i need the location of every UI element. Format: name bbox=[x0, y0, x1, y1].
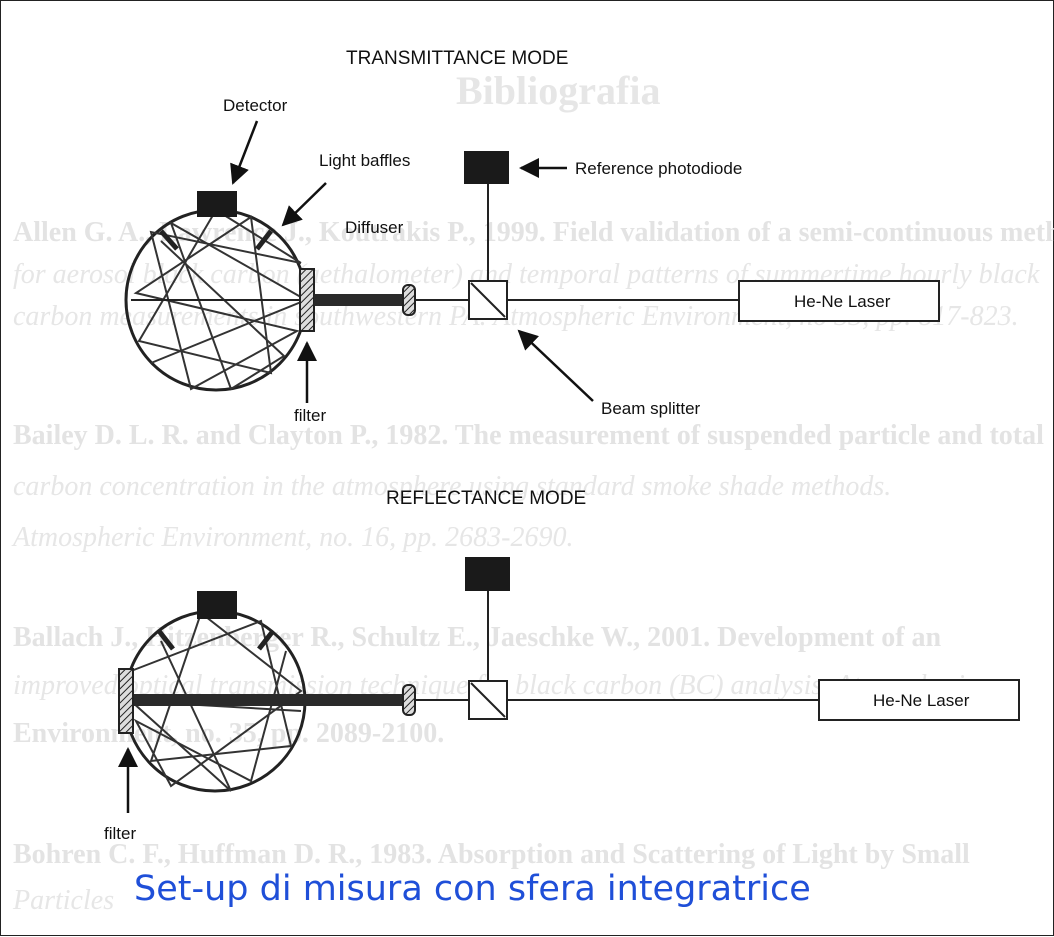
diffuser-top bbox=[402, 284, 416, 316]
transmittance-mode-title: TRANSMITTANCE MODE bbox=[346, 48, 568, 69]
reference-photodiode-bottom bbox=[465, 557, 510, 591]
detector-arrow bbox=[230, 120, 259, 185]
he-ne-laser-bottom-label: He-Ne Laser bbox=[873, 691, 970, 710]
filter-top bbox=[299, 268, 315, 332]
reflection-rays bbox=[133, 208, 309, 391]
light-baffle bbox=[255, 229, 273, 251]
bg-line: Bailey D. L. R. and Clayton P., 1982. Th… bbox=[13, 420, 1044, 451]
reference-photodiode-box bbox=[464, 151, 509, 184]
he-ne-laser-bottom bbox=[818, 679, 1020, 721]
light-baffles-label: Light baffles bbox=[319, 151, 410, 170]
bg-line: Ballach J., Hitzenberger R., Schultz E.,… bbox=[13, 622, 942, 653]
light-baffles-arrow bbox=[281, 182, 327, 227]
bg-line: Bohren C. F., Huffman D. R., 1983. Absor… bbox=[13, 839, 970, 870]
diffuser-label: Diffuser bbox=[345, 218, 404, 237]
detector-label: Detector bbox=[223, 96, 288, 115]
reference-photodiode-label: Reference photodiode bbox=[575, 159, 742, 178]
reflectance-setup: REFLECTANCE MODE He-Ne Laser filter bbox=[104, 488, 1020, 843]
beam-tube-bottom bbox=[129, 694, 304, 706]
beam-splitter-arrow bbox=[517, 329, 594, 402]
filter-top-label: filter bbox=[294, 406, 326, 425]
bg-line: carbon concentration in the atmosphere u… bbox=[13, 471, 891, 502]
he-ne-laser-top bbox=[738, 280, 940, 322]
slide-caption: Set-up di misura con sfera integratrice bbox=[134, 869, 811, 909]
transmittance-setup: TRANSMITTANCE MODE He-Ne Laser bbox=[124, 48, 940, 425]
bg-line: Particles bbox=[12, 885, 114, 916]
light-baffle bbox=[159, 229, 179, 251]
filter-bottom bbox=[118, 668, 134, 734]
bg-line: Atmospheric Environment, no. 16, pp. 268… bbox=[11, 522, 573, 553]
diffuser-bottom bbox=[402, 684, 416, 716]
he-ne-laser-top-label: He-Ne Laser bbox=[794, 292, 891, 311]
detector-box bbox=[197, 191, 237, 217]
beam-splitter-label: Beam splitter bbox=[601, 399, 701, 418]
filter-bottom-label: filter bbox=[104, 824, 136, 843]
bg-heading: Bibliografia bbox=[456, 68, 660, 113]
beam-tube-top bbox=[314, 294, 404, 306]
reflectance-mode-title: REFLECTANCE MODE bbox=[386, 488, 586, 509]
detector-box-bottom bbox=[197, 591, 237, 619]
